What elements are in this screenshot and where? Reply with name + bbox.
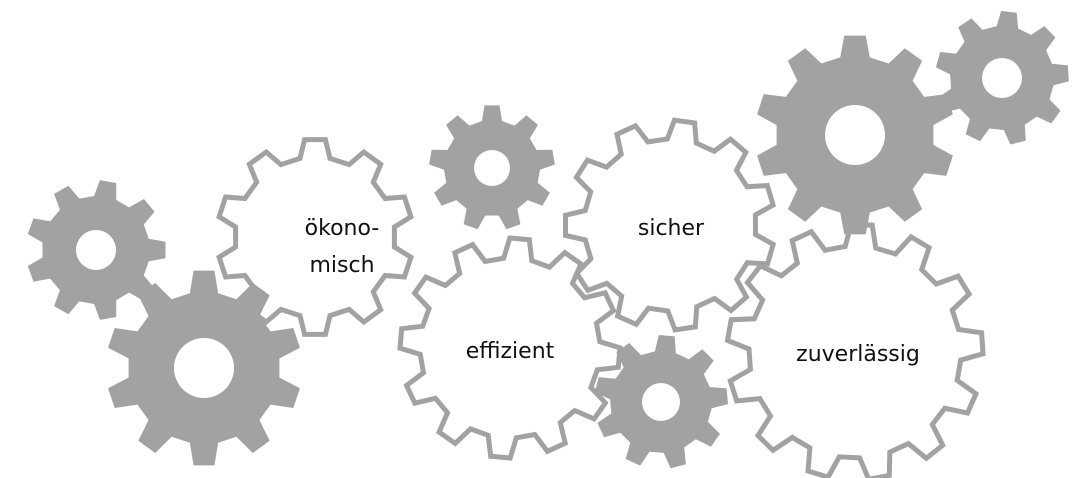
label-zuverlaessig: zuverlässig	[796, 342, 920, 367]
label-oekonomisch-line1: ökono-	[305, 216, 380, 241]
gear-icon-top-right-small	[935, 11, 1069, 145]
label-sicher: sicher	[638, 216, 705, 241]
gear-outline-effizient	[397, 235, 623, 461]
gear-icon-left-small	[27, 180, 166, 320]
gear-icon-bottom-center	[594, 335, 728, 469]
gear-icon-left-large	[108, 270, 300, 466]
gear-outline-oekonomisch	[216, 137, 414, 337]
gear-icon-center-top	[429, 105, 555, 230]
label-effizient: effizient	[466, 339, 555, 364]
gear-icon-top-right-large	[757, 35, 953, 235]
label-oekonomisch-line2: misch	[309, 253, 374, 278]
gear-outline-sicher	[563, 117, 777, 333]
gear-outline-zuverlaessig	[724, 221, 986, 478]
